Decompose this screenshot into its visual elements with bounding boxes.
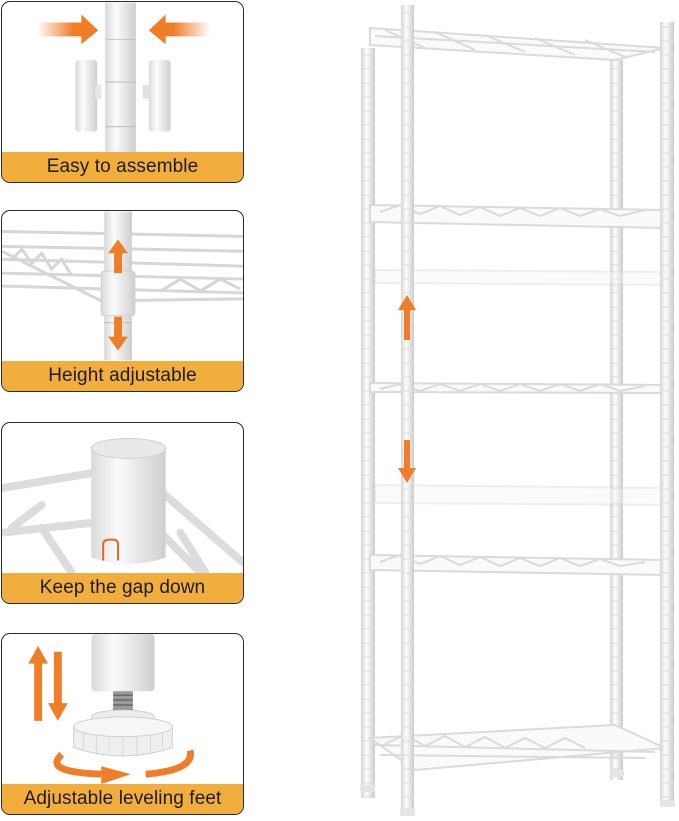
shelf-tier — [369, 26, 666, 62]
feature-caption: Height adjustable — [2, 361, 243, 391]
sleeve-gap-illustration — [2, 437, 243, 573]
shelf-tier — [369, 203, 666, 230]
feature-panel-gap: Keep the gap down — [1, 422, 244, 604]
shelving-unit-image — [355, 0, 679, 821]
adjust-up-arrow-icon — [398, 295, 416, 340]
shelf-tier — [369, 553, 666, 577]
double-vertical-arrow-icon — [108, 239, 128, 351]
pole-sleeve-illustration — [36, 2, 211, 152]
leveling-foot-illustration — [28, 634, 194, 784]
feature-panel-feet: Adjustable leveling feet — [1, 633, 244, 815]
up-down-arrow-icon — [28, 645, 68, 721]
ghost-shelf — [374, 268, 666, 507]
shelf-tier — [369, 381, 666, 395]
rotate-arrow-icon — [53, 749, 194, 784]
feature-caption: Adjustable leveling feet — [2, 784, 243, 814]
feature-caption: Keep the gap down — [2, 573, 243, 603]
shelf-height-illustration — [2, 211, 243, 361]
feature-panel-assemble: Easy to assemble — [1, 1, 244, 183]
adjust-down-arrow-icon — [398, 440, 416, 483]
feature-panel-height: Height adjustable — [1, 210, 244, 392]
arrows-converging-icon — [36, 14, 211, 45]
feature-caption: Easy to assemble — [2, 152, 243, 182]
sleeve-gap-marker-icon — [102, 538, 120, 561]
